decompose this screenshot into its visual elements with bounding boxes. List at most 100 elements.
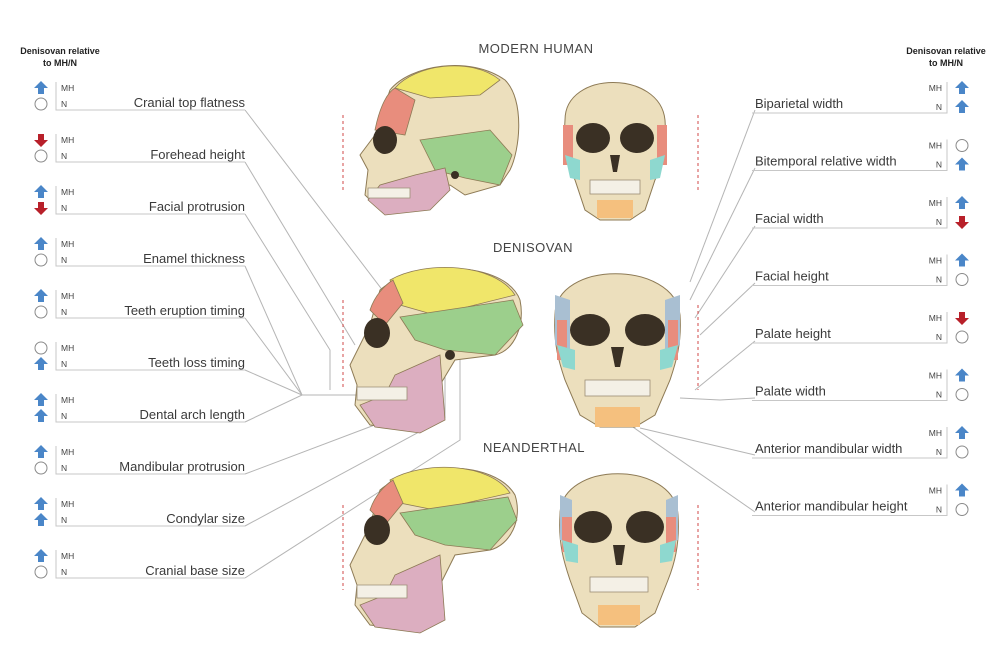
left-n-same-circle-icon [34,305,48,319]
right-mh-up-arrow-icon [955,196,969,209]
right-trait-label: Facial height [755,269,829,284]
left-header-line-1: Denisovan relative [20,46,100,56]
left-mh-label: MH [61,135,74,145]
left-trait-label: Condylar size [166,511,245,526]
left-header-line-2: to MH/N [43,58,77,68]
right-n-label: N [936,390,942,400]
right-n-label: N [936,505,942,515]
right-n-same-circle-icon [955,330,969,344]
left-mh-label: MH [61,291,74,301]
right-trait-label: Anterior mandibular height [755,499,908,514]
right-n-label: N [936,447,942,457]
right-n-label: N [936,102,942,112]
right-mh-up-arrow-icon [955,253,969,267]
modern-human-skull-frontal [563,82,667,221]
left-mh-label: MH [61,187,74,197]
denisovan-skull-lateral [349,267,524,434]
left-trait-row: MH N Forehead height [34,134,245,163]
left-mh-label: MH [61,499,74,509]
section-title-denisovan: DENISOVAN [493,240,573,255]
right-n-same-circle-icon [955,273,969,286]
left-mh-label: MH [61,551,74,561]
left-n-up-arrow-icon [34,513,48,526]
right-trait-label: Palate height [755,326,831,341]
left-n-up-arrow-icon [34,409,48,422]
left-mh-up-arrow-icon [34,237,48,250]
left-n-up-arrow-icon [34,357,48,370]
left-mh-up-arrow-icon [34,185,48,198]
left-trait-label: Cranial top flatness [134,95,246,110]
right-n-label: N [936,160,942,170]
right-n-up-arrow-icon [955,157,969,171]
left-mh-up-arrow-icon [34,549,48,562]
right-mh-label: MH [929,371,942,381]
left-trait-label: Facial protrusion [149,199,245,214]
left-mh-up-arrow-icon [34,81,48,94]
right-mh-label: MH [929,428,942,438]
right-n-label: N [936,217,942,227]
left-trait-label: Enamel thickness [143,251,245,266]
left-trait-label: Mandibular protrusion [119,459,245,474]
right-trait-row: MH N Facial width [752,196,969,229]
modern-human-skull-lateral [359,65,520,216]
left-mh-label: MH [61,239,74,249]
right-n-down-arrow-icon [955,216,969,229]
right-trait-label: Facial width [755,211,824,226]
right-trait-label: Biparietal width [755,96,843,111]
left-mh-up-arrow-icon [34,445,48,458]
left-mh-up-arrow-icon [34,289,48,302]
left-n-label: N [61,411,67,421]
right-trait-row: MH N Biparietal width [752,81,969,114]
left-n-same-circle-icon [34,253,48,267]
left-n-same-circle-icon [34,97,48,111]
leader-lines [244,109,756,579]
right-n-label: N [936,332,942,342]
left-trait-label: Cranial base size [145,563,245,578]
left-n-same-circle-icon [34,565,48,579]
left-trait-row: MH N Mandibular protrusion [34,445,245,475]
section-title-neanderthal: NEANDERTHAL [483,440,585,455]
right-mh-up-arrow-icon [955,426,969,439]
right-mh-label: MH [929,198,942,208]
right-header-line-2: to MH/N [929,58,963,68]
right-mh-up-arrow-icon [955,483,969,497]
left-mh-up-arrow-icon [34,393,48,406]
left-trait-label: Dental arch length [139,407,245,422]
right-mh-same-circle-icon [955,139,969,152]
right-n-same-circle-icon [955,445,969,459]
left-trait-label: Forehead height [150,147,245,162]
left-mh-down-arrow-icon [34,134,48,147]
left-n-label: N [61,359,67,369]
right-n-same-circle-icon [955,388,969,401]
left-mh-label: MH [61,447,74,457]
right-header-line-1: Denisovan relative [906,46,986,56]
left-n-label: N [61,463,67,473]
denisovan-skull-frontal [554,273,681,428]
right-n-label: N [936,275,942,285]
right-trait-label: Bitemporal relative width [755,154,897,169]
left-n-label: N [61,151,67,161]
right-trait-label: Anterior mandibular width [755,441,902,456]
left-mh-up-arrow-icon [34,497,48,510]
right-mh-down-arrow-icon [955,312,969,325]
right-mh-label: MH [929,83,942,93]
neanderthal-skull-frontal [559,473,679,628]
left-n-label: N [61,255,67,265]
right-mh-up-arrow-icon [955,368,969,382]
left-n-same-circle-icon [34,461,48,475]
left-mh-same-circle-icon [34,341,48,355]
